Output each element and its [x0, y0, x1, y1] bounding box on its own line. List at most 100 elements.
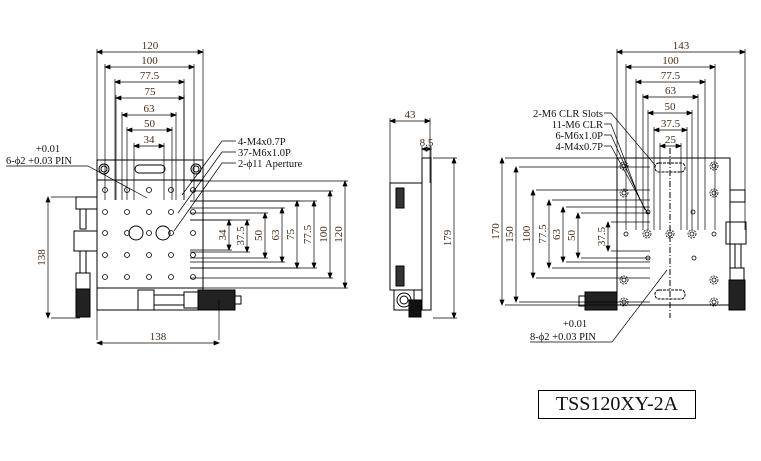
pin-tolerance: +0.01 — [563, 319, 587, 330]
mounting-hole — [124, 209, 130, 215]
clearance-hole — [619, 188, 629, 198]
arrowhead — [451, 157, 457, 319]
dimension-label: 50 — [144, 118, 156, 130]
dimension-label: 8.5 — [420, 137, 434, 149]
threaded-hole — [689, 231, 695, 237]
dimension-label: 75 — [285, 229, 297, 241]
arrowhead — [642, 94, 699, 100]
arrowhead — [294, 200, 300, 269]
arrowhead — [279, 207, 285, 263]
callout-label: 6-M6x1.0P — [555, 131, 603, 142]
dimension-label: 75 — [145, 86, 157, 98]
arrowhead — [226, 219, 232, 251]
pin-tolerance: +0.01 — [36, 144, 60, 155]
threaded-hole — [665, 229, 675, 239]
arrowhead — [133, 143, 165, 149]
callout-label: 11-M6 CLR — [552, 120, 603, 131]
leader-line — [604, 145, 649, 215]
arrowhead — [560, 206, 566, 263]
arrowhead — [421, 146, 432, 152]
dimension-label: 100 — [318, 226, 330, 243]
clearance-hole — [621, 190, 627, 196]
leader-line — [604, 134, 646, 211]
dimension-label: 170 — [490, 223, 502, 240]
clearance-hole — [711, 277, 717, 283]
mounting-hole — [124, 252, 130, 258]
side-knob-block — [75, 196, 98, 210]
arrowhead — [389, 118, 431, 124]
arrowhead — [546, 199, 552, 269]
side-view-body — [389, 182, 423, 291]
pin-label: 6-ϕ2 +0.03 PIN — [6, 156, 72, 167]
mounting-hole — [146, 187, 152, 193]
mounting-hole — [102, 274, 108, 280]
dimension-label: 63 — [144, 103, 156, 115]
mounting-hole — [124, 230, 130, 236]
dimension-label: 150 — [504, 226, 516, 243]
mounting-hole — [190, 274, 196, 280]
clearance-hole — [709, 275, 719, 285]
arrowhead — [262, 212, 268, 259]
leader-line — [604, 123, 641, 201]
arrowhead — [605, 221, 611, 252]
dimension-label: 50 — [665, 101, 677, 113]
mounting-hole — [102, 209, 108, 215]
dimension-label: 77.5 — [302, 224, 314, 244]
mounting-hole — [146, 252, 152, 258]
hole — [623, 231, 629, 237]
dimension-label: 25 — [665, 134, 677, 146]
callout-label: 2-ϕ11 Aperture — [238, 159, 303, 170]
mounting-hole — [168, 230, 174, 236]
micrometer-knob — [197, 289, 236, 311]
callout-label: 37-M6x1.0P — [238, 148, 291, 159]
dimension-label: 138 — [150, 331, 167, 343]
dimension-label: 43 — [405, 109, 417, 121]
clearance-hole — [621, 277, 627, 283]
clearance-hole — [711, 163, 717, 169]
side-micrometer — [75, 288, 91, 318]
clearance-hole — [711, 299, 717, 305]
arrowhead — [530, 189, 536, 279]
arrowhead — [126, 127, 173, 133]
dimension-label: 77.5 — [537, 224, 549, 244]
dimension-label: 143 — [673, 40, 690, 52]
mounting-hole — [168, 252, 174, 258]
threaded-hole — [644, 231, 650, 237]
callout-label: 4-M4x0.7P — [555, 142, 603, 153]
arrowhead — [115, 95, 185, 101]
leader-line — [173, 162, 236, 232]
dimension-label: 50 — [566, 230, 578, 242]
mounting-hole — [102, 230, 108, 236]
dimension-label: 77.5 — [661, 70, 681, 82]
clearance-hole — [711, 190, 717, 196]
dimension-label: 77.5 — [140, 70, 160, 82]
clearance-hole — [619, 275, 629, 285]
dimension-label: 179 — [442, 229, 454, 246]
model-title: TSS120XY-2A — [538, 390, 696, 419]
arrowhead — [575, 212, 581, 259]
clearance-hole — [709, 161, 719, 171]
threaded-hole — [687, 229, 697, 239]
clearance-hole — [709, 297, 719, 307]
arrowhead — [513, 166, 519, 303]
dimension-label: 120 — [333, 226, 345, 243]
hole — [691, 255, 697, 261]
leader-line — [6, 165, 148, 199]
mounting-hole — [124, 274, 130, 280]
arrowhead — [342, 180, 348, 289]
arrowhead — [114, 79, 185, 85]
dimension-label: 100 — [521, 225, 533, 242]
mounting-hole — [146, 274, 152, 280]
leader-line — [177, 151, 236, 214]
mounting-hole — [168, 274, 174, 280]
dimension-label: 50 — [253, 230, 265, 242]
threaded-hole — [667, 231, 673, 237]
arrowhead — [647, 110, 693, 116]
arrowhead — [96, 49, 204, 55]
arrowhead — [499, 157, 505, 306]
arrowhead — [616, 49, 746, 55]
mounting-hole — [146, 209, 152, 215]
mounting-hole — [168, 209, 174, 215]
